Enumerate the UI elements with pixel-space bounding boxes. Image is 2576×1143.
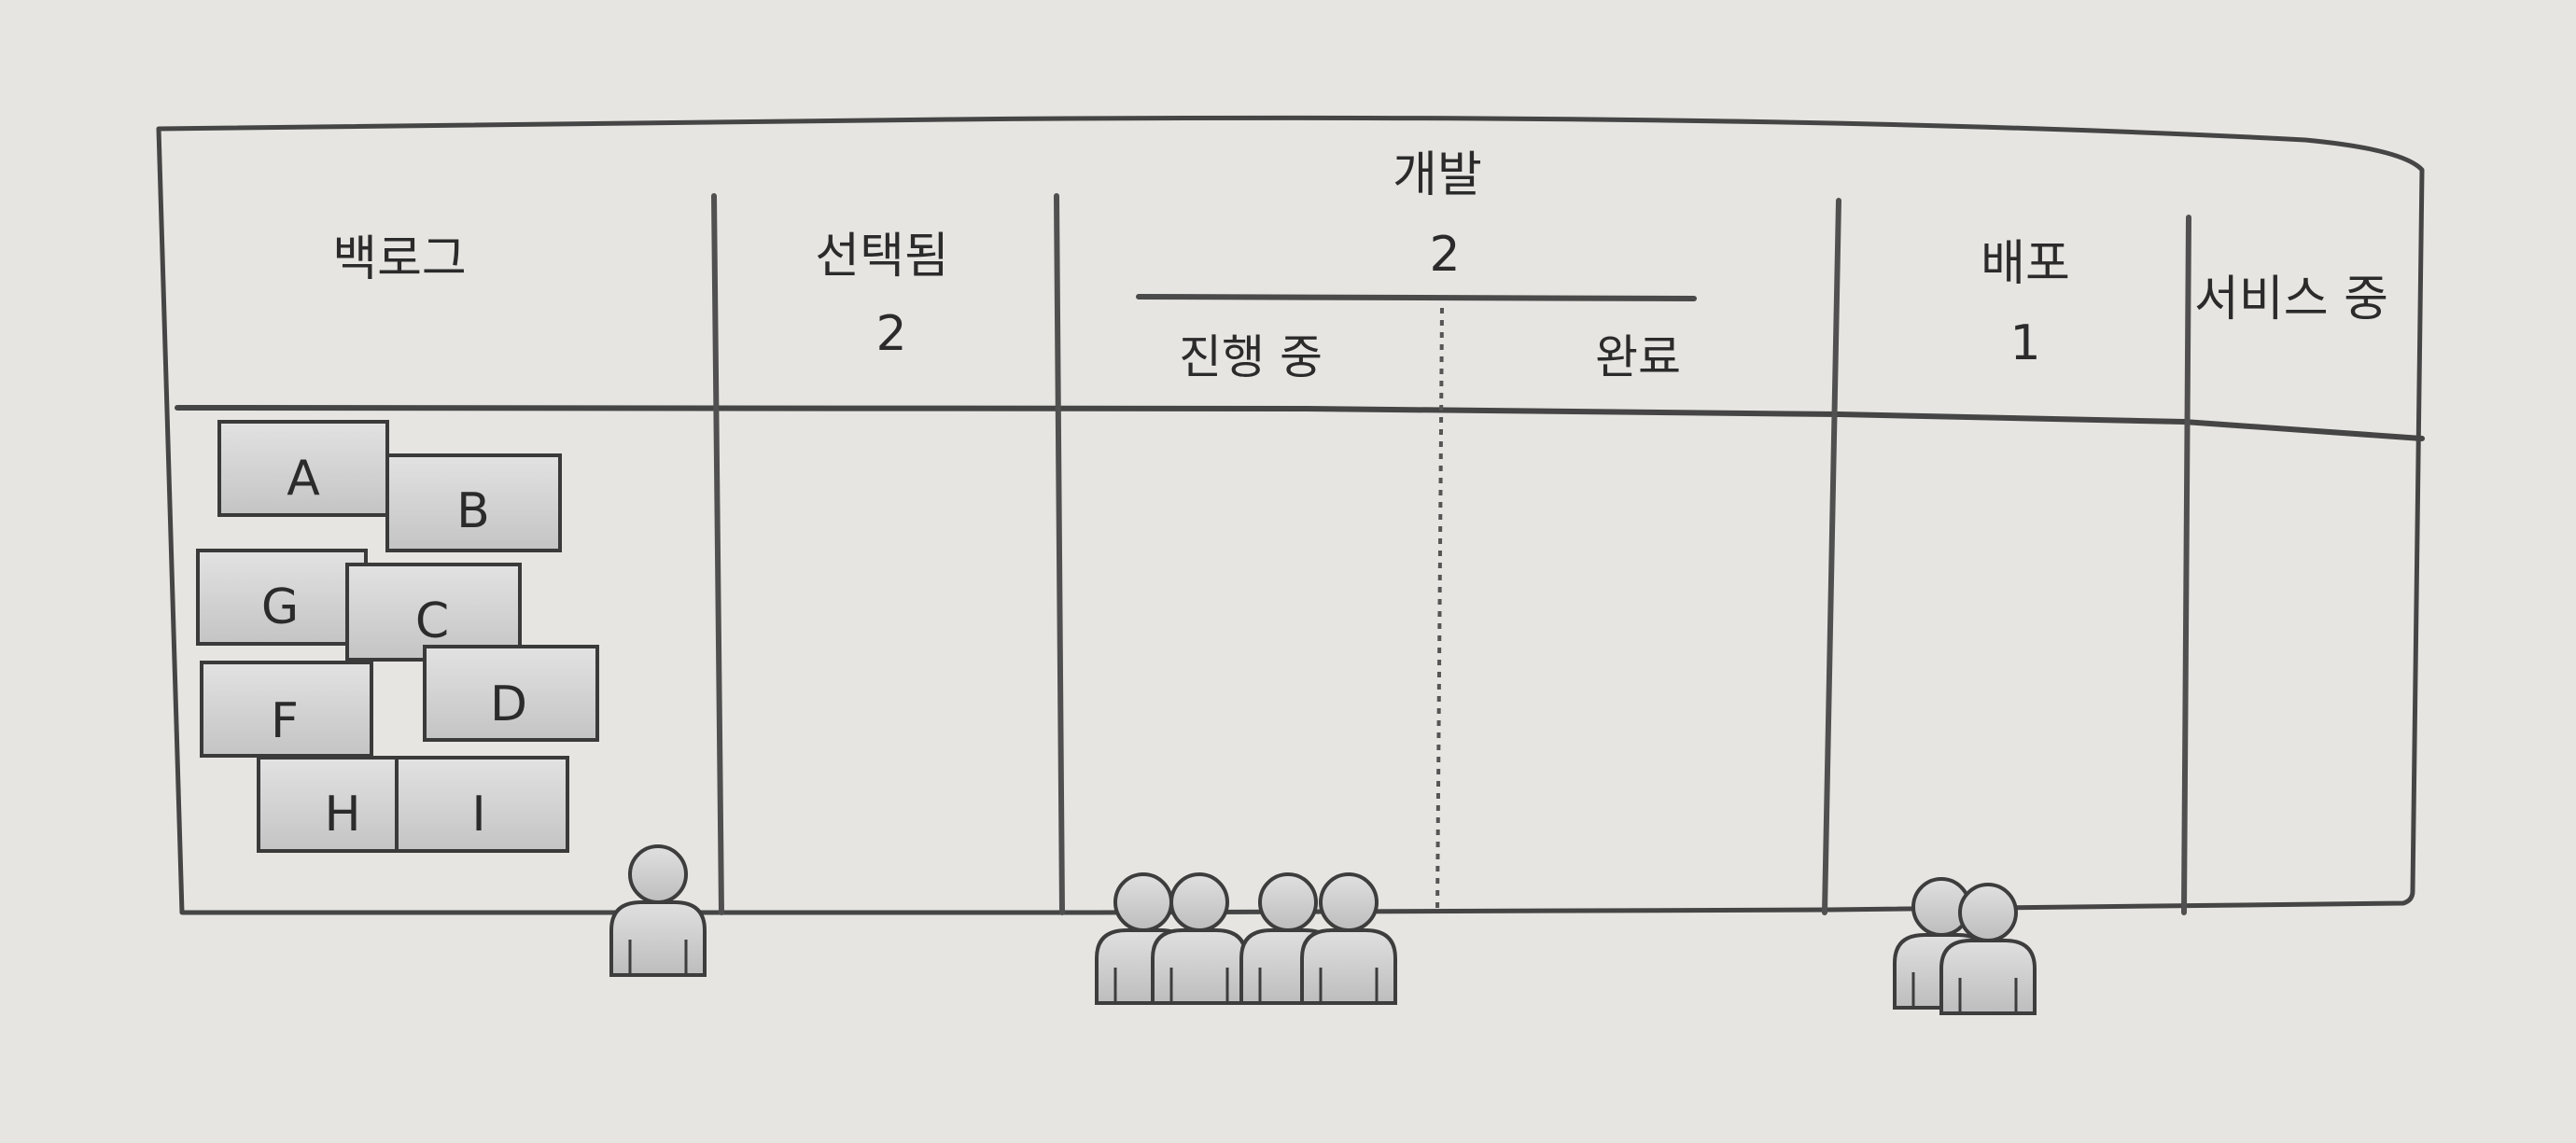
card-label-B: B: [456, 483, 490, 539]
card-label-G: G: [261, 579, 299, 635]
card-I: I: [395, 756, 569, 853]
backlog-cards: A B G C F D H: [196, 420, 599, 853]
column-title-selected: 선택됨: [815, 229, 949, 285]
column-wip-selected: 2: [875, 306, 906, 362]
divider-backlog-selected: [711, 193, 724, 915]
person-icon: [609, 844, 707, 977]
column-title-development: 개발: [1393, 147, 1482, 203]
column-wip-development: 2: [1429, 227, 1460, 283]
column-title-in-service: 서비스 중: [2194, 272, 2388, 328]
subcolumn-title-in-progress: 진행 중: [1179, 330, 1323, 384]
column-title-backlog: 백로그: [332, 231, 467, 287]
card-label-A: A: [287, 451, 320, 507]
people-group-development: [1095, 872, 1397, 1005]
card-label-H: H: [324, 787, 360, 843]
card-label-C: C: [415, 593, 449, 649]
card-label-D: D: [490, 676, 527, 732]
board-outline: [156, 115, 2425, 915]
card-D: D: [423, 645, 599, 742]
card-G: G: [196, 549, 368, 646]
people-group-backlog: [609, 844, 707, 977]
card-F: F: [200, 661, 373, 758]
column-dividers: [711, 193, 2191, 915]
person-icon: [1939, 883, 2037, 1015]
column-wip-deployment: 1: [2009, 315, 2040, 371]
divider-selected-dev: [1054, 193, 1065, 915]
board-frame: [156, 115, 2425, 915]
person-icon: [1151, 872, 1248, 1005]
dev-dotted-divider: [1435, 307, 1444, 913]
header-divider: [175, 405, 2425, 441]
card-A: A: [217, 420, 389, 517]
card-B: B: [385, 453, 562, 552]
person-icon: [1300, 872, 1397, 1005]
column-title-deployment: 배포: [1981, 236, 2070, 292]
people-group-deployment: [1893, 877, 2037, 1015]
subcolumn-title-done: 완료: [1595, 330, 1681, 384]
card-label-I: I: [471, 787, 485, 843]
divider-deploy-live: [2181, 215, 2191, 915]
divider-dev-deploy: [1822, 198, 1841, 915]
card-label-F: F: [271, 693, 299, 749]
dev-subheader-line: [1136, 294, 1697, 301]
